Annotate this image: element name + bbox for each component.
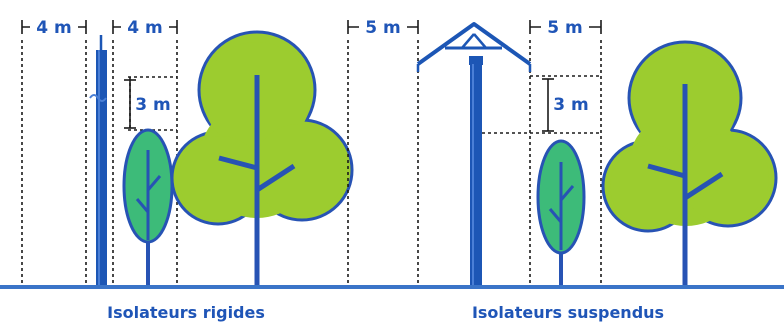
- big-tree-left: [170, 30, 354, 286]
- dimension-label: 3 m: [135, 95, 170, 115]
- dimension-label: 4 m: [36, 18, 71, 38]
- dimension-left-vertical: 3 m: [124, 79, 172, 129]
- small-tree-right: [536, 139, 586, 286]
- dimension-left-right: 4 m: [112, 16, 178, 38]
- dimension-right-vertical: 3 m: [542, 78, 590, 132]
- suspended-pole: [416, 22, 532, 286]
- dimension-left-pole: 4 m: [21, 16, 87, 38]
- small-tree-left: [122, 128, 174, 286]
- dimension-label: 3 m: [553, 95, 588, 115]
- big-tree-right: [601, 40, 778, 286]
- dimension-label: 5 m: [547, 18, 582, 38]
- dimension-right-right: 5 m: [529, 16, 602, 38]
- caption-suspended-insulators: Isolateurs suspendus: [472, 303, 664, 322]
- dimension-right-pole: 5 m: [347, 16, 419, 38]
- dimension-label: 4 m: [127, 18, 162, 38]
- dimension-label: 5 m: [365, 18, 400, 38]
- ground-line: [0, 285, 784, 289]
- rigid-pole: [89, 35, 107, 286]
- caption-rigid-insulators: Isolateurs rigides: [107, 303, 265, 322]
